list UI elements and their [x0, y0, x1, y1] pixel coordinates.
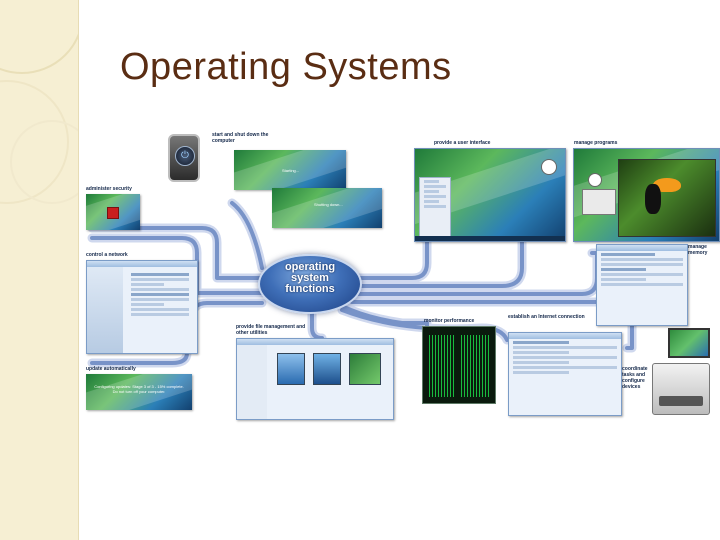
operating-system-functions-hub: operating system functions [258, 254, 362, 314]
caption-manage-programs: manage programs [574, 140, 618, 146]
caption-admin-security: administer security [86, 186, 132, 192]
clock-icon [541, 159, 557, 175]
hub-line-2: system [291, 272, 329, 284]
caption-control-network: control a network [86, 252, 128, 258]
shutting-down-text: Shutting down... [314, 202, 343, 207]
caption-update-automatically: update automatically [86, 366, 136, 372]
caption-coordinate-tasks: coordinate tasks and configure devices [622, 366, 648, 390]
decorative-sidebar [0, 0, 79, 540]
user-account-icon [107, 207, 119, 219]
toucan-photo [618, 159, 716, 237]
start-menu [419, 177, 451, 237]
caption-internet-connection: establish an Internet connection [508, 314, 585, 320]
caption-start-shutdown: start and shut down the computer [212, 132, 269, 144]
memory-diagnostics-window [596, 244, 688, 326]
media-program-window [573, 148, 720, 242]
connect-internet-window [508, 332, 622, 416]
starting-screen: Starting... [234, 150, 346, 190]
os-functions-diagram: ⏻ start and shut down the computer Start… [82, 128, 720, 428]
decorative-ring [10, 120, 78, 204]
caption-file-management: provide file management and other utilit… [236, 324, 306, 336]
performance-monitor [422, 326, 496, 404]
update-text: Configuring updates: Stage 3 of 3 - 15% … [94, 384, 184, 394]
decorative-ring [0, 0, 78, 74]
file-explorer-window [236, 338, 394, 420]
hub-line-1: operating [284, 261, 336, 273]
power-button-panel: ⏻ [168, 134, 200, 182]
printer-device [652, 363, 710, 415]
caption-user-interface: provide a user interface [434, 140, 491, 146]
laptop-device [668, 328, 710, 358]
caption-manage-memory: manage memory [688, 244, 708, 256]
folder-thumbnail [313, 353, 341, 385]
shutting-down-screen: Shutting down... [272, 188, 382, 228]
starting-text: Starting... [282, 168, 300, 173]
network-center-window [86, 260, 198, 354]
calendar-widget [582, 189, 616, 215]
power-icon: ⏻ [175, 146, 195, 166]
folder-thumbnail [277, 353, 305, 385]
update-screen: Configuring updates: Stage 3 of 3 - 15% … [86, 374, 192, 410]
slide-title: Operating Systems [120, 46, 452, 88]
hub-line-3: functions [285, 283, 335, 295]
caption-monitor-performance: monitor performance [424, 318, 475, 324]
clock-icon [588, 173, 602, 187]
folder-thumbnail [349, 353, 381, 385]
desktop-screen [414, 148, 566, 242]
